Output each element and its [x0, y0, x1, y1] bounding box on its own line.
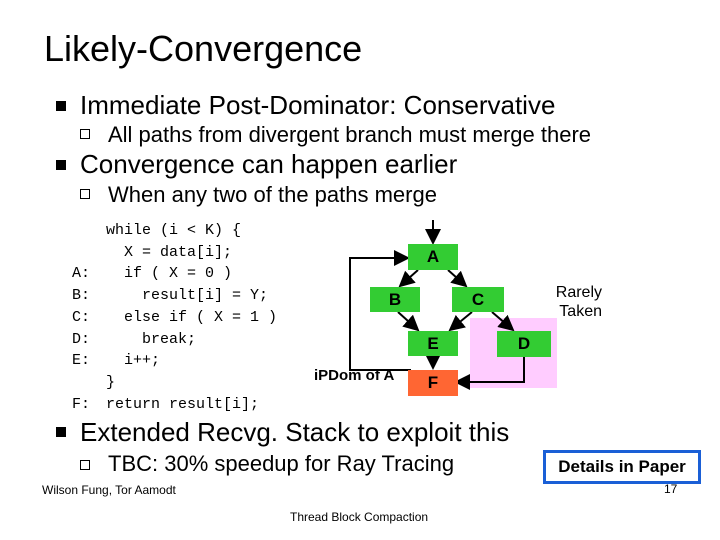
bullet-1: Immediate Post-Dominator: Conservative [80, 90, 556, 120]
footer-authors: Wilson Fung, Tor Aamodt [42, 483, 176, 497]
page-number: 17 [664, 482, 678, 496]
loop-back-edge [349, 250, 411, 371]
bullet-marker [56, 101, 66, 111]
footer-title: Thread Block Compaction [290, 510, 429, 524]
cfg-node-e: E [408, 331, 458, 356]
bullet-marker [56, 160, 66, 170]
bullet-1-sub-1: All paths from divergent branch must mer… [108, 122, 592, 147]
cfg-node-c: C [452, 287, 504, 312]
rarely-taken-label: Rarely Taken [555, 284, 602, 320]
sub-bullet-marker [80, 189, 90, 199]
code-line-labels: A: B: C: D: E: F: [72, 265, 91, 413]
edge-a-b [398, 269, 419, 288]
cfg-node-b: B [370, 287, 420, 312]
bullet-3-sub-1: TBC: 30% speedup for Ray Tracing [108, 451, 455, 476]
details-in-paper-box: Details in Paper [543, 450, 701, 484]
sub-bullet-marker [80, 460, 90, 470]
bullet-marker [56, 427, 66, 437]
edge-c-e [448, 311, 473, 332]
bullet-2-sub-1: When any two of the paths merge [108, 182, 437, 207]
edge-d-f [454, 357, 525, 390]
sub-bullet-marker [80, 129, 90, 139]
edge-b-e [397, 311, 420, 332]
cfg-node-f: F [408, 370, 458, 396]
bullet-2: Convergence can happen earlier [80, 149, 458, 179]
cfg-node-d: D [497, 331, 551, 357]
bullet-3: Extended Recvg. Stack to exploit this [80, 417, 510, 447]
slide-title: Likely-Convergence [44, 28, 363, 69]
ipdom-label: iPDom of A [314, 367, 395, 384]
code-listing: while (i < K) { X = data[i]; if ( X = 0 … [106, 222, 278, 413]
edge-c-d [491, 311, 515, 332]
edge-a-c [447, 269, 468, 288]
cfg-node-a: A [408, 244, 458, 270]
